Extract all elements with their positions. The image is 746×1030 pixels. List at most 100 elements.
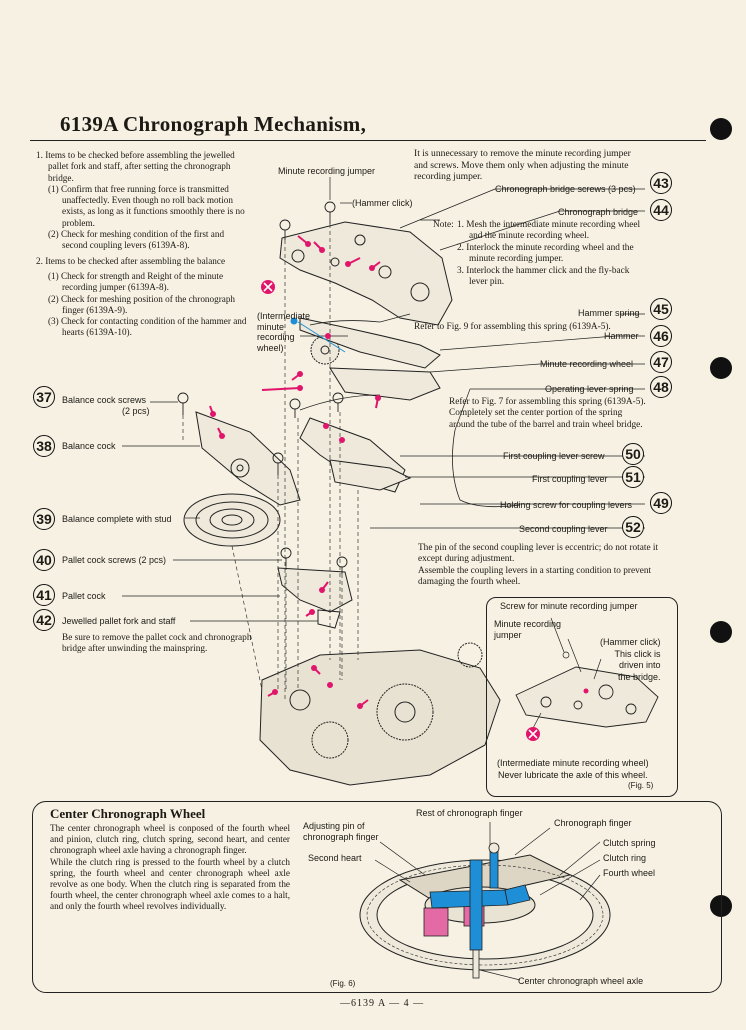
part-label-52: Second coupling lever [519,524,608,534]
fig6-clutch-spring-label: Clutch spring [603,838,656,848]
fig5-click-line1: (Hammer click) [600,637,661,647]
part-number-48: 48 [650,376,672,398]
part-number-45: 45 [650,298,672,320]
note-1: 1. Mesh the intermediate minute recordin… [457,220,641,242]
exploded-diagram [122,177,645,786]
center-wheel-p2: While the clutch ring is pressed to the … [50,856,290,912]
label-intermediate-line3: recording [257,332,295,342]
fig5-click-label: (Hammer click) This click is driven into… [600,637,661,683]
checklist-item-1-2: (2) Check for meshing condition of the f… [48,229,225,251]
jumper-note: It is unnecessary to remove the minute r… [414,148,631,182]
fig6-adjusting-line1: Adjusting pin of [303,821,365,831]
part-number-42: 42 [33,609,55,631]
pallet-note: Be sure to remove the pallet cock and ch… [62,633,252,655]
part-label-45: Hammer spring [578,308,640,318]
part-number-50: 50 [622,443,644,465]
fig5-click-line2: This click is [614,648,661,659]
binder-hole [710,621,732,643]
checklist-item-2-3: (3) Check for contacting condition of th… [48,316,247,338]
coupling-notes: The pin of the second coupling lever is … [418,543,680,589]
fig6-finger-label: Chronograph finger [554,818,632,828]
fig6-clutch-ring-label: Clutch ring [603,853,647,863]
page-number: —6139 A — 4 — [340,998,425,1009]
checklist: 1. Items to be checked before assembling… [36,150,251,339]
part-number-43: 43 [650,172,672,194]
note-2: 2. Interlock the minute recording wheel … [457,242,634,265]
part-label-47: Minute recording wheel [540,359,634,369]
label-intermediate-wheel: (Intermediate minute recording wheel) [257,311,310,353]
fig5-diagram [515,617,659,741]
label-intermediate-line2: minute [257,321,285,332]
part-number-47: 47 [650,351,672,373]
part-label-42: Jewelled pallet fork and staff [62,616,176,626]
note-label: Note: [433,220,454,230]
fig5-jumper-line1: Minute recording [494,619,562,629]
checklist-item-1-1: (1) Confirm that free running force is t… [48,183,245,228]
center-wheel-title: Center Chronograph Wheel [50,806,206,821]
label-intermediate-line4: wheel) [257,342,284,353]
part-label-43: Chronograph bridge screws (3 pcs) [495,184,636,194]
center-wheel-p1: The center chronograph wheel is conposed… [50,823,290,856]
fig6-adjusting-label: Adjusting pin of chronograph finger [303,821,379,843]
coupling-note-1: The pin of the second coupling lever is … [418,543,659,565]
part-label-49: Holding screw for coupling levers [500,500,633,510]
part-number-46: 46 [650,325,672,347]
fig5-click-line4: the bridge. [617,671,661,682]
part-label-51: First coupling lever [532,474,608,484]
fig6-axle-label: Center chronograph wheel axle [518,976,644,986]
part-label-37: Balance cock screws [62,395,147,405]
label-intermediate-line1: (Intermediate [257,311,311,321]
part-number-41: 41 [33,584,55,606]
coupling-note-2: Assemble the coupling levers in a starti… [418,565,652,588]
part-number-44: 44 [650,199,672,221]
fig5-bottom-line1: (Intermediate minute recording wheel) [497,758,649,768]
label-hammer-click: (Hammer click) [352,198,413,208]
part-label-48: Operating lever spring [545,384,634,394]
center-wheel-text: The center chronograph wheel is conposed… [50,823,290,913]
checklist-item-1: 1. Items to be checked before assembling… [36,150,235,183]
fig5-title: Screw for minute recording jumper [500,601,638,611]
part-number-40: 40 [33,549,55,571]
fig5-bottom-label: (Intermediate minute recording wheel) Ne… [497,758,649,781]
checklist-item-2: 2. Items to be checked after assembling … [36,255,226,266]
binder-hole [710,357,732,379]
part-number-51: 51 [622,466,644,488]
part-number-38: 38 [33,435,55,457]
fig6-diagram [359,822,611,981]
part-label-38: Balance cock [62,441,116,451]
fig5-jumper-label: Minute recording jumper [494,619,561,641]
fig6-heart-label: Second heart [308,853,362,863]
fig5-panel [486,597,678,797]
page-title: 6139A Chronograph Mechanism, [60,112,367,136]
fig6-rest-label: Rest of chronograph finger [416,808,523,818]
fig5-bottom-line2: Never lubricate the axle of this wheel. [498,769,648,780]
part-label-44: Chronograph bridge [558,207,639,217]
note-3: 3. Interlock the hammer click and the fl… [457,265,630,288]
note-block: Note: 1. Mesh the intermediate minute re… [433,220,648,288]
fig5-click-line3: driven into [618,660,661,670]
no-lubrication-icon [261,280,275,294]
label-minute-recording-jumper: Minute recording jumper [278,166,376,176]
part-number-37: 37 [33,386,55,408]
refer-fig7: Refer to Fig. 7 for assembling this spri… [449,397,646,430]
part-label-41: Pallet cock [62,591,106,601]
part-label-39: Balance complete with stud [62,514,172,524]
fig5-caption: (Fig. 5) [628,781,654,790]
part-number-39: 39 [33,508,55,530]
part-label-46: Hammer [604,331,639,341]
fig6-fourth-wheel-label: Fourth wheel [603,868,656,878]
fig6-caption: (Fig. 6) [330,979,356,988]
center-wheel-panel [32,801,722,993]
part-number-52: 52 [622,516,644,538]
part-label-50: First coupling lever screw [503,451,605,461]
title-rule [30,140,706,141]
fig6-adjusting-line2: chronograph finger [303,832,379,842]
refer-fig9: Refer to Fig. 9 for assembling this spri… [414,322,611,332]
part-sublabel-37: (2 pcs) [122,406,150,416]
checklist-item-2-2: (2) Check for meshing position of the ch… [48,293,236,315]
binder-hole [710,118,732,140]
part-label-40: Pallet cock screws (2 pcs) [62,555,167,565]
part-number-49: 49 [650,492,672,514]
checklist-item-2-1: (1) Check for strength and Reight of the… [48,270,224,293]
fig5-jumper-line2: jumper [494,630,522,640]
